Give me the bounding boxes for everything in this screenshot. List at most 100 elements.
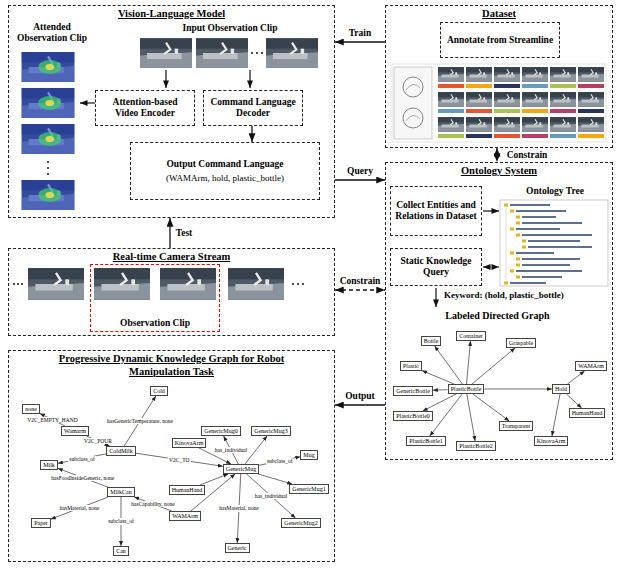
- annotation-bar: [550, 109, 576, 113]
- video-frame: [140, 38, 192, 67]
- connector: [120, 497, 121, 546]
- connector: [435, 346, 463, 384]
- dataset-frame: [550, 117, 576, 132]
- sketch-circle: [403, 77, 423, 97]
- annotation-bar: [466, 84, 492, 88]
- edge-label-holder: hasGenericTemperature, none: [106, 418, 174, 424]
- caption-label: Ontology Tree: [500, 186, 610, 197]
- caption-label: Input Observation Clip: [150, 23, 310, 34]
- graph-node: WAMArm: [169, 511, 201, 521]
- process-box: Attention-based Video Encoder: [95, 90, 195, 126]
- panel-frame: Ontology SystemCollect Entities and Rela…: [385, 162, 613, 460]
- node-label: Mug: [303, 452, 314, 459]
- edge-label: hasFoodInsideGeneric, none: [50, 475, 115, 481]
- flow-arrow: [165, 70, 166, 88]
- connector: [496, 148, 497, 162]
- box-label: Attention-based Video Encoder: [100, 97, 190, 119]
- video-frame: [28, 268, 84, 300]
- folder-icon: [516, 264, 520, 267]
- edge-label: has_individual: [214, 447, 248, 453]
- video-frame: [266, 38, 318, 67]
- panel-frame: Vision-Language ModelAttention-based Vid…: [8, 5, 335, 218]
- flow-arrow: [249, 70, 250, 88]
- annotation-bar: [438, 84, 464, 88]
- attention-frame: [22, 88, 75, 118]
- node-label: PlasticBottle0: [396, 413, 430, 420]
- graph-node: GenericMug1: [289, 484, 328, 494]
- graph-node: Can: [113, 546, 129, 556]
- annotation-bar: [578, 109, 604, 113]
- sketch-panel: [394, 67, 432, 139]
- ellipsis-dot: [17, 283, 19, 285]
- sketch-circle: [403, 108, 423, 128]
- connector: [136, 453, 223, 466]
- folder-icon: [516, 222, 520, 225]
- tree-entry: [516, 228, 560, 230]
- annotation-bar: [522, 109, 548, 113]
- folder-icon: [510, 228, 514, 231]
- node-label: Wamarm: [64, 428, 86, 435]
- process-box: Collect Entities and Relations in Datase…: [390, 186, 482, 236]
- attention-frame: [22, 124, 75, 154]
- connector: [40, 413, 65, 426]
- dataset-frame: [494, 92, 520, 107]
- label-holder: Keyword: (hold, plastic_bottle): [444, 290, 612, 300]
- dataset-frame: [550, 67, 576, 82]
- video-frame: [196, 38, 248, 67]
- connector: [246, 474, 295, 518]
- connector: [473, 394, 510, 421]
- tree-entry: [516, 210, 566, 212]
- graph-node: Plastic: [400, 361, 422, 371]
- edge-label: V2C_TO: [168, 457, 190, 463]
- flow-arrow: [80, 102, 95, 103]
- box-label: (WAMArm, hold, plastic_bottle): [166, 173, 284, 183]
- edge-label-holder: Train: [348, 28, 373, 38]
- dataset-frame: [578, 67, 604, 82]
- ellipsis-dot: [302, 283, 304, 285]
- node-label: HumanHand: [572, 410, 603, 417]
- connector: [335, 41, 385, 42]
- connector: [335, 179, 385, 180]
- video-frame: [94, 268, 150, 300]
- edge-label-holder: has_individual: [254, 493, 288, 499]
- connector: [467, 394, 475, 441]
- connector: [335, 289, 385, 290]
- node-label: PlasticBottle2: [459, 443, 493, 450]
- folder-icon: [504, 282, 508, 285]
- edge-label: hasMaterial, none: [59, 505, 100, 511]
- graph-node: GenericBottle: [393, 386, 433, 396]
- tree-entry: [522, 222, 582, 224]
- dataset-frame: [550, 92, 576, 107]
- tree-entry: [522, 264, 570, 266]
- box-label: Annotate from Streamline: [447, 35, 553, 46]
- graph-node: PlasticBottle0: [393, 411, 433, 421]
- dataset-frame: [522, 67, 548, 82]
- node-label: Hold: [555, 386, 567, 393]
- connector: [245, 436, 267, 464]
- edge-label-holder: subclass_of: [68, 456, 96, 462]
- edge-label-holder: hasFoodInsideGeneric, none: [50, 475, 115, 481]
- tree-entry: [510, 204, 550, 206]
- edge-label: Constrain: [506, 150, 549, 160]
- annotation-bar: [522, 84, 548, 88]
- edge-label: Output: [344, 391, 376, 401]
- edge-label: V2C_EMPTY_HAND: [26, 417, 78, 423]
- ellipsis-dot: [47, 167, 49, 169]
- node-label: KinovaArm: [175, 440, 204, 447]
- folder-icon: [522, 240, 526, 243]
- dataset-frame: [578, 92, 604, 107]
- graph-node: GenericMug3: [251, 426, 290, 436]
- connector: [224, 436, 239, 464]
- node-label: GenericMug3: [254, 428, 287, 435]
- node-label: Plastic: [403, 363, 419, 370]
- folder-icon: [510, 270, 514, 273]
- tree-entry: [528, 246, 592, 248]
- tree-entry: [516, 252, 554, 254]
- graph-node: PlasticBottle1: [406, 436, 446, 446]
- graph-node: HumanHand: [569, 408, 606, 418]
- node-label: Paper: [34, 520, 48, 527]
- connector: [484, 388, 552, 389]
- annotation-bar: [438, 109, 464, 113]
- video-frame: [228, 268, 284, 300]
- video-frame: [160, 268, 216, 300]
